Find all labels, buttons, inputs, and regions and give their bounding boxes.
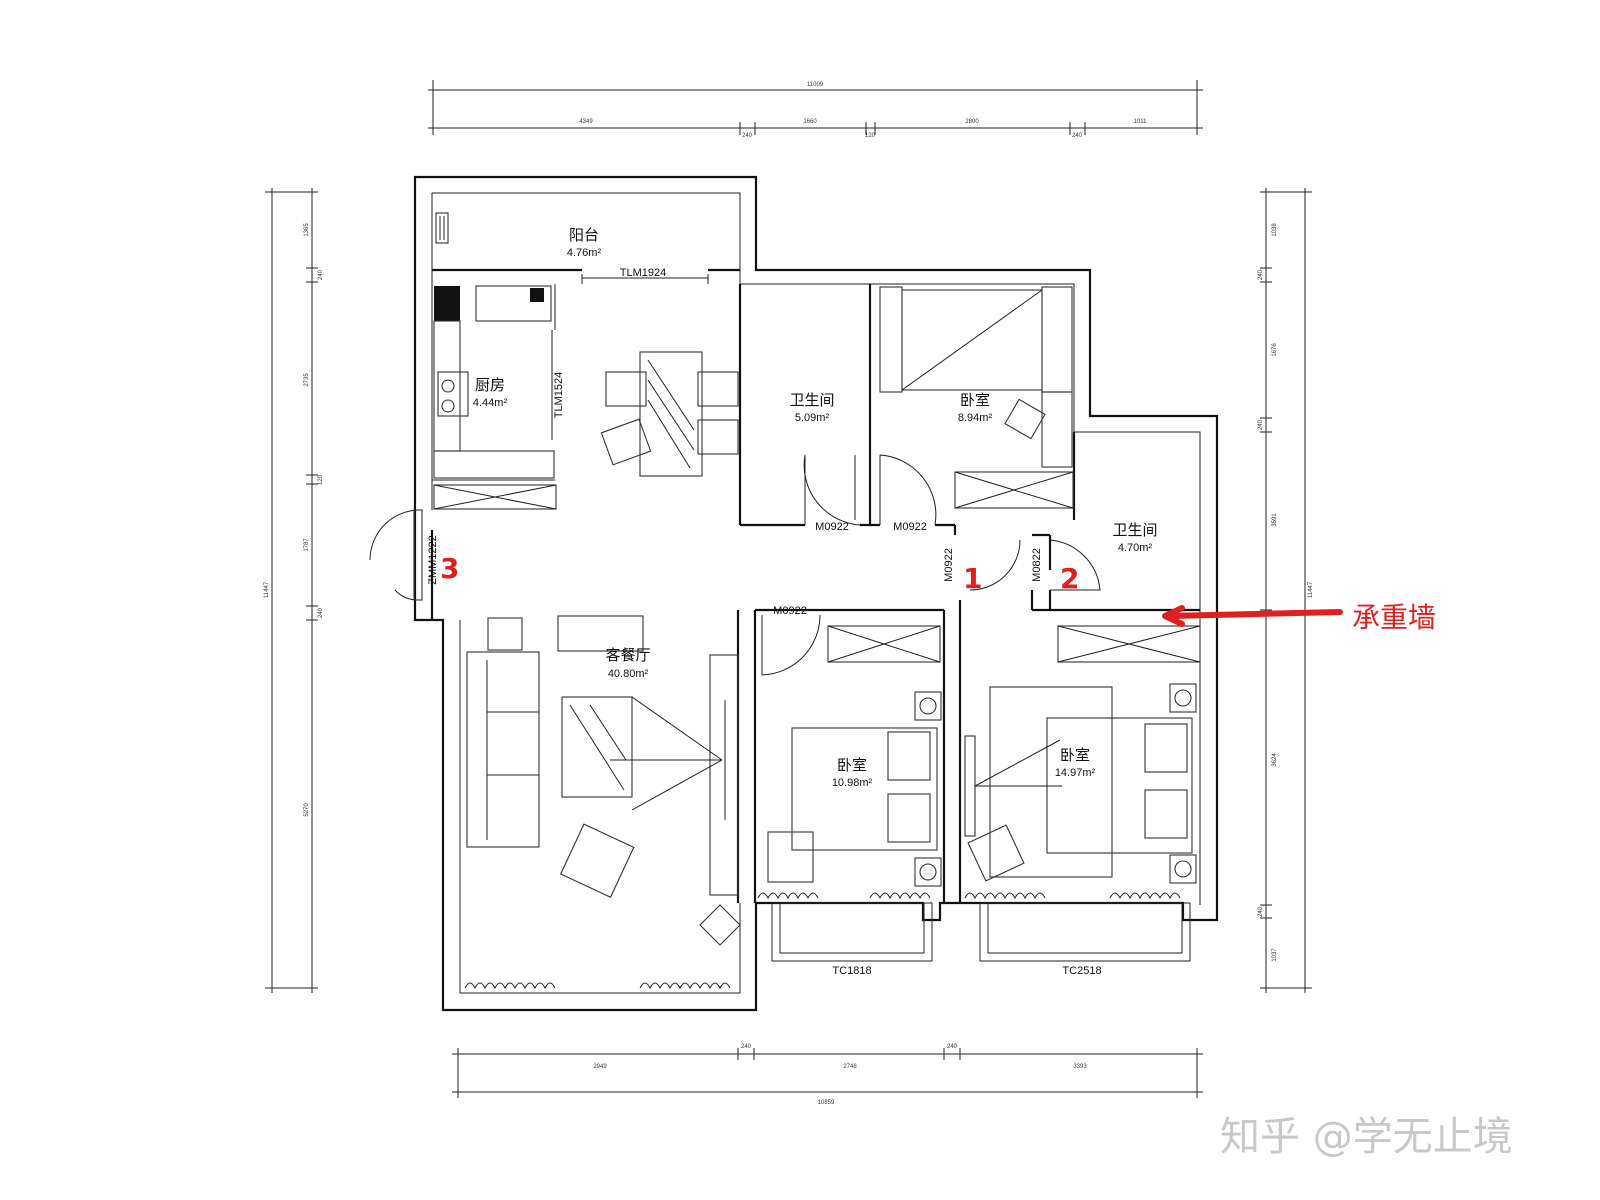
room-name-bedroom-mid: 卧室 [837, 756, 867, 774]
bed [791, 727, 938, 851]
room-area-bath-north: 5.09m² [795, 412, 830, 424]
label-window-master: TC2518 [1062, 965, 1101, 977]
label-door-bed-north: M0922 [893, 521, 927, 533]
room-area-balcony: 4.76m² [567, 247, 602, 259]
room-name-bedroom-north: 卧室 [960, 391, 990, 409]
dim-top-seg: 1660 [803, 119, 817, 125]
outer-walls [413, 175, 1219, 1012]
label-door-bath-north: M0922 [815, 521, 849, 533]
sofa [466, 651, 540, 848]
dim-top-seg: 1011 [1134, 119, 1148, 125]
room-name-balcony: 阳台 [569, 226, 599, 244]
watermark: 知乎 @学无止境 [1220, 1114, 1513, 1160]
living-room: 客餐厅 40.80m² [464, 615, 741, 990]
bedroom-master: 卧室 14.97m² TC2518 [964, 625, 1201, 977]
label-balcony-door: TLM1924 [620, 267, 666, 279]
room-name-bedroom-master: 卧室 [1060, 746, 1090, 764]
dim-bottom-seg: 3393 [1073, 1064, 1087, 1070]
dim-left-total: 11447 [264, 581, 270, 598]
tv-cabinet [709, 654, 739, 896]
dim-top-total: 11009 [807, 82, 824, 88]
dim-left-seg: 2735 [304, 373, 310, 387]
dim-right-seg: 240 [1258, 269, 1264, 280]
coffee-table [561, 696, 633, 798]
room-name-kitchen: 厨房 [475, 376, 505, 394]
label-kitchen-door: TLM1524 [553, 372, 565, 418]
balcony: 阳台 4.76m² TLM1924 [435, 212, 709, 284]
room-area-bedroom-master: 14.97m² [1055, 767, 1096, 779]
bottom-dimensions: 2949 240 2748 240 3393 10859 [452, 1044, 1203, 1106]
room-area-bath-east: 4.70m² [1118, 542, 1153, 554]
dining-table [639, 351, 703, 477]
appliance [434, 286, 460, 321]
dim-right-seg: 240 [1258, 419, 1264, 430]
room-area-kitchen: 4.44m² [473, 397, 508, 409]
load-bearing-arrow [1167, 609, 1343, 619]
dim-top-seg: 120 [865, 133, 876, 139]
dim-right-seg: 240 [1258, 906, 1264, 917]
dim-right-seg: 3591 [1272, 513, 1278, 527]
mark-1: 1 [963, 562, 982, 595]
bedroom-middle: M0922 卧室 10.98m² TC1818 [757, 605, 942, 977]
dim-top-seg: 240 [1072, 133, 1083, 139]
dim-left-seg: 120 [318, 474, 324, 485]
room-area-bedroom-north: 8.94m² [958, 412, 993, 424]
red-annotations: 3 1 2 承重墙 [440, 552, 1436, 634]
bathroom-north: 卫生间 5.09m² M0922 [789, 391, 861, 533]
room-area-living: 40.80m² [608, 668, 649, 680]
dim-right-total: 11447 [1308, 581, 1314, 598]
bathroom-east: 卫生间 4.70m² M0822 M0922 [943, 521, 1158, 591]
label-door-2: M0822 [1031, 548, 1043, 582]
dim-right-seg: 1676 [1272, 343, 1278, 357]
label-entry-door: ZMM1222 [427, 535, 439, 585]
dim-bottom-seg: 240 [741, 1044, 752, 1050]
dim-top-seg: 2800 [965, 119, 979, 125]
right-dimensions: 11447 1038 240 1676 240 3591 3624 240 10… [1258, 188, 1314, 993]
window-bay [771, 902, 933, 962]
bed [1046, 717, 1193, 854]
dim-right-seg: 1038 [1272, 223, 1278, 237]
dim-left-seg: 1787 [304, 538, 310, 552]
dim-bottom-seg: 240 [947, 1044, 958, 1050]
bedroom-north: 卧室 8.94m² M0922 [879, 286, 1074, 533]
dim-left-seg: 1365 [304, 223, 310, 237]
mark-3: 3 [440, 552, 459, 585]
dining-set [600, 351, 739, 477]
inner-walls [430, 268, 1200, 903]
room-name-bath-north: 卫生间 [789, 391, 834, 409]
dim-right-seg: 3624 [1272, 753, 1278, 767]
dim-top-seg: 240 [742, 133, 753, 139]
kitchen: 厨房 4.44m² TLM1524 [433, 285, 565, 510]
label-window-mid: TC1818 [832, 965, 871, 977]
label-door-1: M0922 [943, 548, 955, 582]
dim-left-seg: 240 [318, 269, 324, 280]
mark-2: 2 [1060, 562, 1079, 595]
dim-bottom-total: 10859 [818, 1100, 835, 1106]
dim-left-seg: 5270 [304, 803, 310, 817]
room-name-bath-east: 卫生间 [1112, 521, 1157, 539]
dim-bottom-seg: 2949 [593, 1064, 607, 1070]
top-dimensions: 11009 4349 240 1660 120 2800 240 1011 [428, 80, 1203, 139]
left-dimensions: 11447 1365 240 2735 120 1787 240 5270 [264, 188, 324, 993]
window-bay [979, 902, 1191, 962]
label-door-bed-mid: M0922 [773, 605, 807, 617]
room-area-bedroom-mid: 10.98m² [832, 777, 873, 789]
dim-top-seg: 4349 [579, 119, 593, 125]
room-name-living: 客餐厅 [605, 646, 650, 664]
label-load-bearing-wall: 承重墙 [1352, 601, 1436, 634]
dim-bottom-seg: 2748 [843, 1064, 857, 1070]
dim-right-seg: 1037 [1272, 948, 1278, 962]
entry: ZMM1222 [369, 509, 439, 601]
dim-left-seg: 240 [318, 607, 324, 618]
